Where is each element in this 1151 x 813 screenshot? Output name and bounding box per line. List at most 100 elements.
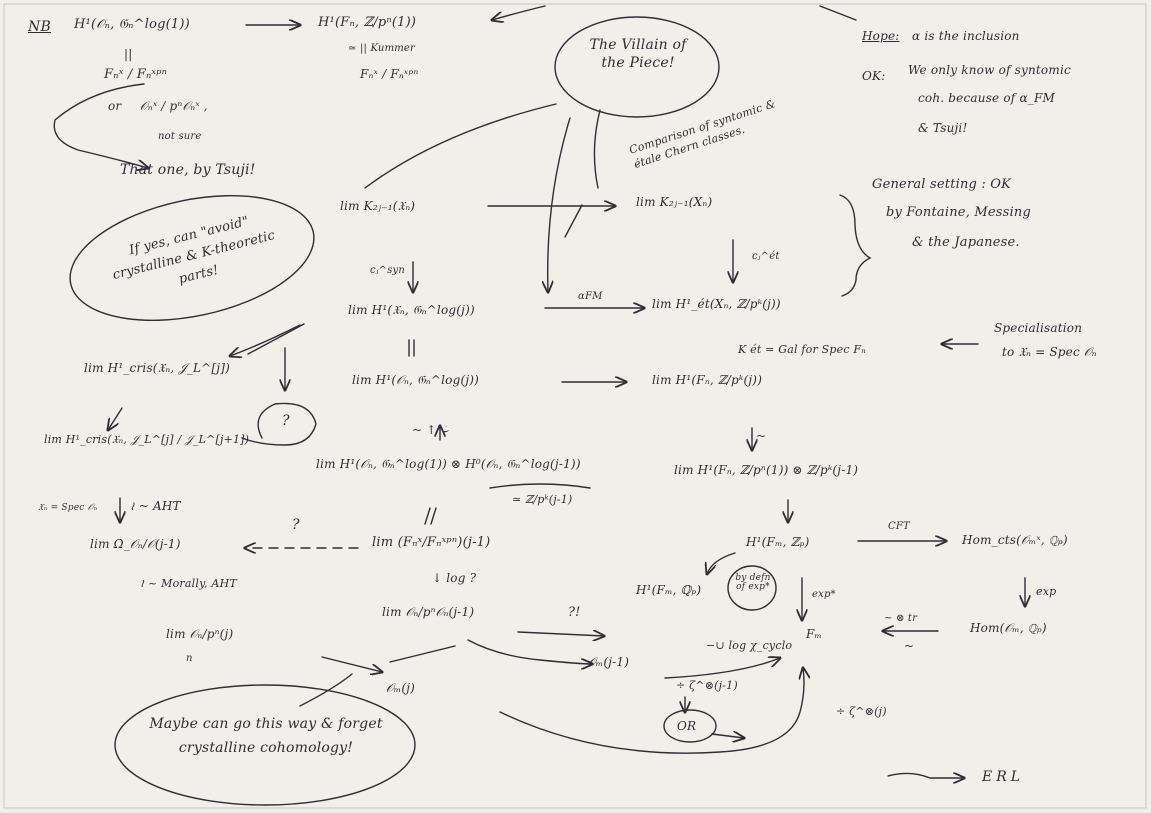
hom-cts: Hom_cts(𝒪ₘˣ, ℚₚ) bbox=[962, 533, 1068, 547]
nb-term: H¹(𝒪ₙ, 𝔊ₙ^log(1)) bbox=[74, 17, 190, 32]
tsuji-note: That one, by Tsuji! bbox=[120, 162, 256, 178]
h1-fm-zp: H¹(Fₘ, ℤₚ) bbox=[746, 535, 810, 549]
h-tensor: lim H¹(Fₙ, ℤ/pⁿ(1)) ⊗ ℤ/pᵏ(j-1) bbox=[674, 463, 859, 477]
eq-syn-on bbox=[408, 339, 415, 357]
exp-star: exp* bbox=[812, 589, 836, 600]
cup-arrow: ~ ↑ ⌣ bbox=[412, 423, 449, 437]
k-syn: lim K₂ⱼ₋₁(𝔛ₙ) bbox=[340, 199, 416, 213]
ok-text-1: We only know of syntomic bbox=[908, 63, 1071, 77]
h1-fm-qp: H¹(Fₘ, ℚₚ) bbox=[636, 583, 702, 597]
dq-mark: ?! bbox=[568, 605, 581, 620]
specialisation-2: to 𝔛ₙ = Spec 𝒪ₙ bbox=[1002, 345, 1097, 359]
specialisation-1: Specialisation bbox=[994, 321, 1083, 335]
zeta-div: ÷ ζ^⊗(j-1) bbox=[676, 679, 738, 692]
question-mark: ? bbox=[282, 413, 290, 429]
o-m-j: 𝒪ₘ(j) bbox=[386, 681, 416, 695]
units-alt: 𝒪ₙˣ / pⁿ𝒪ₙˣ , bbox=[140, 99, 208, 113]
zeta-j: ÷ ζ^⊗(j) bbox=[836, 705, 887, 718]
loop-tsuji bbox=[53, 83, 148, 168]
arrow-or bbox=[711, 734, 744, 738]
cup-underbrace bbox=[489, 483, 591, 489]
arrow-cris-syn bbox=[247, 323, 305, 355]
villain-tail bbox=[593, 109, 601, 189]
units-quot: Fₙˣ / Fₙˣᵖⁿ bbox=[104, 67, 168, 82]
units-twist: lim (Fₙˣ/Fₙˣᵖⁿ)(j-1) bbox=[372, 535, 491, 550]
defn-note: by defn of exp* bbox=[735, 573, 771, 592]
cup-iso: ≃ ℤ/pᵏ(j-1) bbox=[512, 493, 573, 506]
bubble-maybe bbox=[114, 684, 416, 806]
h-cris: lim H¹_cris(𝔛ₙ, 𝒥_L^[j]) bbox=[84, 361, 230, 375]
h-et: lim H¹_ét(Xₙ, ℤ/pᵏ(j)) bbox=[652, 297, 781, 311]
ok-text-3: & Tsuji! bbox=[918, 121, 968, 135]
morally: ≀ ~ Morally, AHT bbox=[140, 577, 237, 590]
general-2: by Fontaine, Messing bbox=[886, 205, 1031, 220]
eq-mark: || bbox=[124, 47, 133, 61]
n-sub: n bbox=[186, 653, 193, 664]
eq-cup-units bbox=[424, 507, 437, 525]
arrow-villain-left bbox=[364, 103, 557, 189]
cup-product: lim H¹(𝒪ₙ, 𝔊ₙ^log(1)) ⊗ H⁰(𝒪ₙ, 𝔊ₙ^log(j-… bbox=[316, 457, 581, 471]
k-et: lim K₂ⱼ₋₁(Xₙ) bbox=[636, 195, 713, 209]
erl-label: ERL bbox=[982, 769, 1025, 785]
or-word: or bbox=[108, 99, 122, 113]
bubble-avoid bbox=[69, 194, 315, 322]
stroke-top-right bbox=[819, 5, 857, 21]
xn-spec: 𝔛ₙ = Spec 𝒪ₙ bbox=[38, 503, 98, 513]
arrow-om-uvlog bbox=[664, 658, 780, 679]
o-twist: lim 𝒪ₙ/pⁿ𝒪ₙ(j-1) bbox=[382, 605, 475, 619]
ok-text-2: coh. because of α_FM bbox=[918, 91, 1055, 105]
nb-target: H¹(Fₙ, ℤ/pⁿ(1)) bbox=[318, 15, 417, 30]
brace-right bbox=[839, 194, 872, 297]
arrow-bottom-sweep bbox=[499, 668, 804, 754]
arrow-avoid-cris bbox=[230, 324, 301, 356]
arrow-zp-qp bbox=[707, 552, 736, 574]
general-3: & the Japanese. bbox=[912, 235, 1020, 250]
hope-text: α is the inclusion bbox=[912, 29, 1020, 43]
exp-label: exp bbox=[1036, 585, 1057, 598]
o-m-jm1: 𝒪ₘ(j-1) bbox=[588, 655, 630, 669]
iso-small: ~ bbox=[756, 429, 767, 443]
tilde-mark: ~ bbox=[904, 639, 915, 653]
arrow-villain-alpha bbox=[548, 117, 571, 292]
maybe-text: Maybe can go this way & forget crystalli… bbox=[149, 716, 383, 756]
alpha-fm: αFM bbox=[578, 291, 603, 302]
h-syn: lim H¹(𝔛ₙ, 𝔊ₙ^log(j)) bbox=[348, 303, 475, 317]
kummer-quotient: Fₙˣ / Fₙˣᵖⁿ bbox=[360, 67, 419, 81]
arrow-omod-omj bbox=[321, 656, 382, 672]
bubble-or bbox=[663, 709, 717, 743]
hope-label: Hope: bbox=[862, 29, 900, 43]
uvlog-label: −∪ log χ_cyclo bbox=[706, 639, 793, 652]
cft-label: CFT bbox=[888, 521, 910, 532]
c-et: cⱼ^ét bbox=[752, 251, 780, 262]
fm-label: Fₘ bbox=[806, 627, 823, 641]
ket-note: K ét = Gal for Spec Fₙ bbox=[738, 343, 866, 356]
loop-question bbox=[241, 402, 317, 446]
hom-om: Hom(𝒪ₘ, ℚₚ) bbox=[970, 621, 1047, 635]
or-circle-label: OR bbox=[677, 719, 697, 733]
general-1: General setting : OK bbox=[872, 177, 1012, 192]
arrow-erl bbox=[887, 773, 964, 778]
kummer-label: ≃ || Kummer bbox=[348, 43, 416, 54]
arrow-top-left bbox=[492, 5, 546, 20]
o-mod: lim 𝒪ₙ/pⁿ(j) bbox=[166, 627, 234, 641]
arrow-omj-otwist bbox=[389, 645, 456, 663]
tr-label: ~ ⊗ tr bbox=[884, 613, 918, 624]
aht-label: ≀ ~ AHT bbox=[130, 499, 181, 513]
h-cris-quot: lim H¹_cris(𝔛ₙ, 𝒥_L^[j] / 𝒥_L^[j+1]) bbox=[44, 433, 250, 446]
bubble-defn bbox=[727, 565, 777, 611]
nb-label: NB bbox=[28, 19, 51, 35]
arrow-otwist-om bbox=[467, 639, 592, 664]
comparison-pointer bbox=[564, 204, 583, 238]
ok-label: OK: bbox=[862, 69, 886, 83]
not-sure: not sure bbox=[158, 131, 202, 142]
log-question: ↓ log ? bbox=[432, 571, 477, 585]
arrow-otwist-right bbox=[517, 632, 604, 636]
h-on: lim H¹(𝒪ₙ, 𝔊ₙ^log(j)) bbox=[352, 373, 480, 387]
villain-text: The Villain of the Piece! bbox=[589, 37, 687, 71]
bubble-villain bbox=[554, 16, 720, 118]
arrow-maybe bbox=[299, 673, 353, 707]
dash-question: ? bbox=[292, 517, 300, 533]
paper-edge bbox=[3, 3, 1147, 809]
